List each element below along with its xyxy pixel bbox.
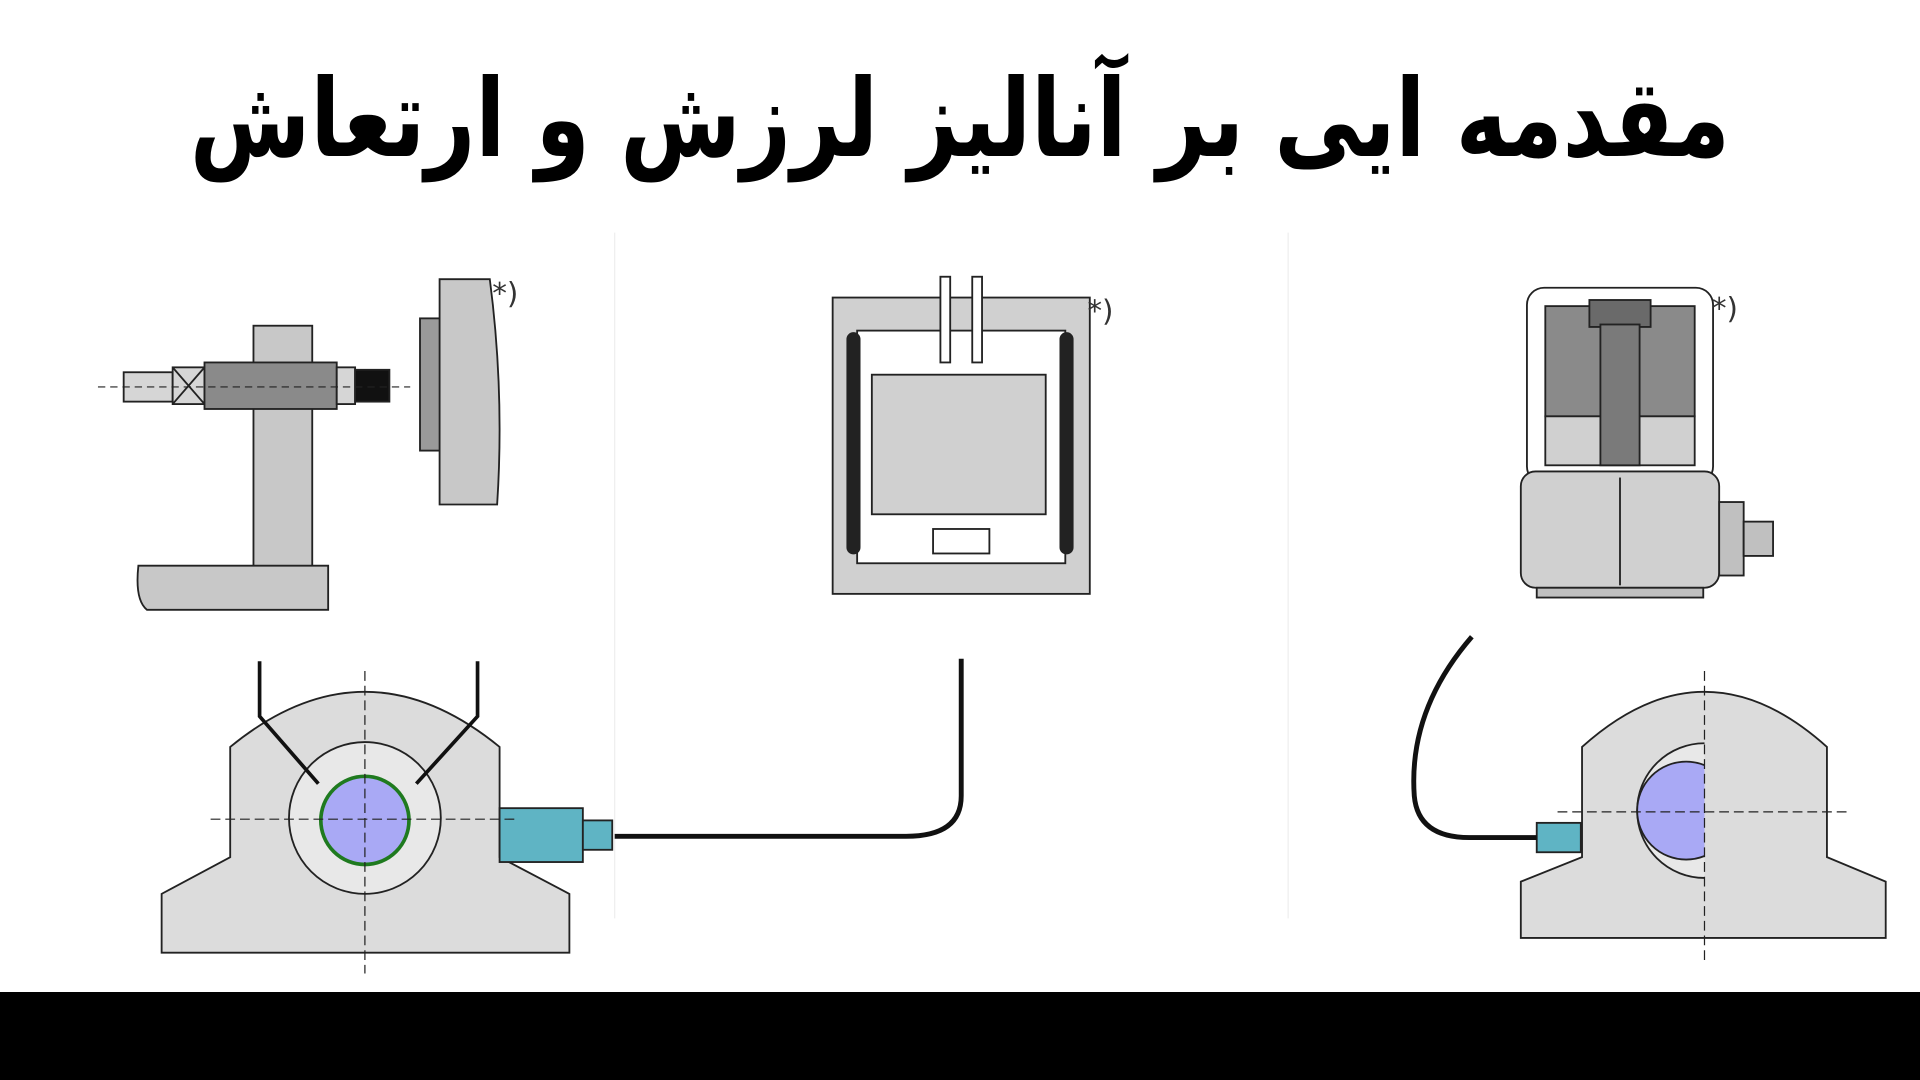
sensor-cable-right [1411, 635, 1537, 840]
accelerometer-diagram [1519, 286, 1774, 599]
slide-title: مقدمه ایی بر آنالیز لرزش و ارتعاش [189, 57, 1730, 182]
velocity-sensor-diagram [831, 275, 1091, 595]
note-marker-1: *) [492, 277, 518, 311]
bottom-black-bar [0, 992, 1920, 1080]
proximity-probe-diagram [97, 278, 501, 611]
slide-title-container: مقدمه ایی بر آنالیز لرزش و ارتعاش [0, 50, 1920, 190]
note-marker-3: *) [1712, 291, 1738, 325]
bearing-housing-left [160, 661, 614, 974]
note-marker-2: *) [1087, 294, 1113, 328]
bearing-housing-right [1519, 671, 1887, 962]
sensor-cable-middle [614, 658, 964, 839]
